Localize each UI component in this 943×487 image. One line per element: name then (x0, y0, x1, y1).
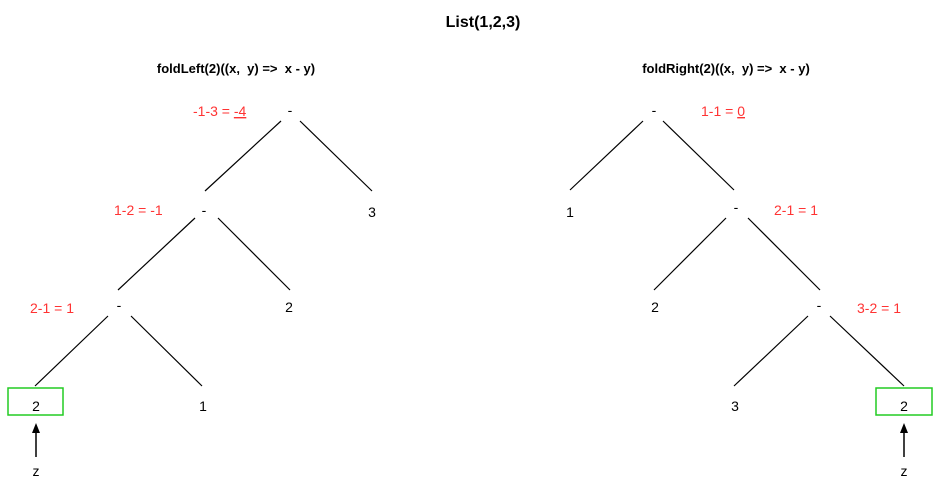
edge (204, 120, 282, 192)
z-label: z (33, 463, 40, 479)
calc-expression: 1-1 = (701, 103, 737, 119)
calc-label-root: -1-3 = -4 (193, 103, 247, 119)
edge (217, 217, 291, 291)
z-initial-value: 2 (32, 398, 40, 414)
edge (34, 315, 109, 387)
op-node-mid: - (202, 202, 207, 218)
calc-label-low: 2-1 = 1 (30, 300, 74, 316)
leaf-node: 2 (651, 299, 659, 315)
z-arrow-head (900, 423, 908, 433)
op-node-root: - (288, 102, 293, 118)
calc-expression: -1-3 = (193, 103, 234, 119)
fold-right-heading: foldRight(2)((x, y) => x - y) (642, 61, 810, 76)
edge (117, 217, 196, 291)
calc-label-low: 3-2 = 1 (857, 300, 901, 316)
z-initial-value: 2 (900, 398, 908, 414)
z-initial-box (875, 387, 933, 416)
edge (662, 120, 735, 191)
edge (829, 315, 905, 387)
op-node-low: - (817, 297, 822, 313)
z-initial-box (7, 387, 64, 416)
edge (747, 217, 821, 291)
op-node-root: - (652, 102, 657, 118)
edge (569, 120, 644, 191)
leaf-node: 3 (731, 398, 739, 414)
calc-label-mid: 1-2 = -1 (114, 202, 163, 218)
calc-label-root: 1-1 = 0 (701, 103, 745, 119)
leaf-node: 1 (566, 204, 574, 220)
edge (130, 315, 203, 387)
edge (733, 315, 809, 387)
fold-right-tree: foldRight(2)((x, y) => x - y) - - - 1-1 … (566, 61, 933, 479)
diagram-title: List(1,2,3) (446, 14, 521, 31)
leaf-node: 1 (199, 398, 207, 414)
calc-result: -4 (234, 103, 247, 119)
z-arrow-head (32, 423, 40, 433)
op-node-mid: - (734, 199, 739, 215)
op-node-low: - (117, 297, 122, 313)
edge (299, 120, 373, 192)
calc-result: 0 (737, 103, 745, 119)
leaf-node: 2 (285, 299, 293, 315)
edge (653, 217, 727, 291)
fold-left-heading: foldLeft(2)((x, y) => x - y) (157, 61, 315, 76)
leaf-node: 3 (368, 204, 376, 220)
z-label: z (901, 463, 908, 479)
calc-label-mid: 2-1 = 1 (774, 202, 818, 218)
fold-left-tree: foldLeft(2)((x, y) => x - y) - - - -1-3 … (7, 61, 376, 479)
